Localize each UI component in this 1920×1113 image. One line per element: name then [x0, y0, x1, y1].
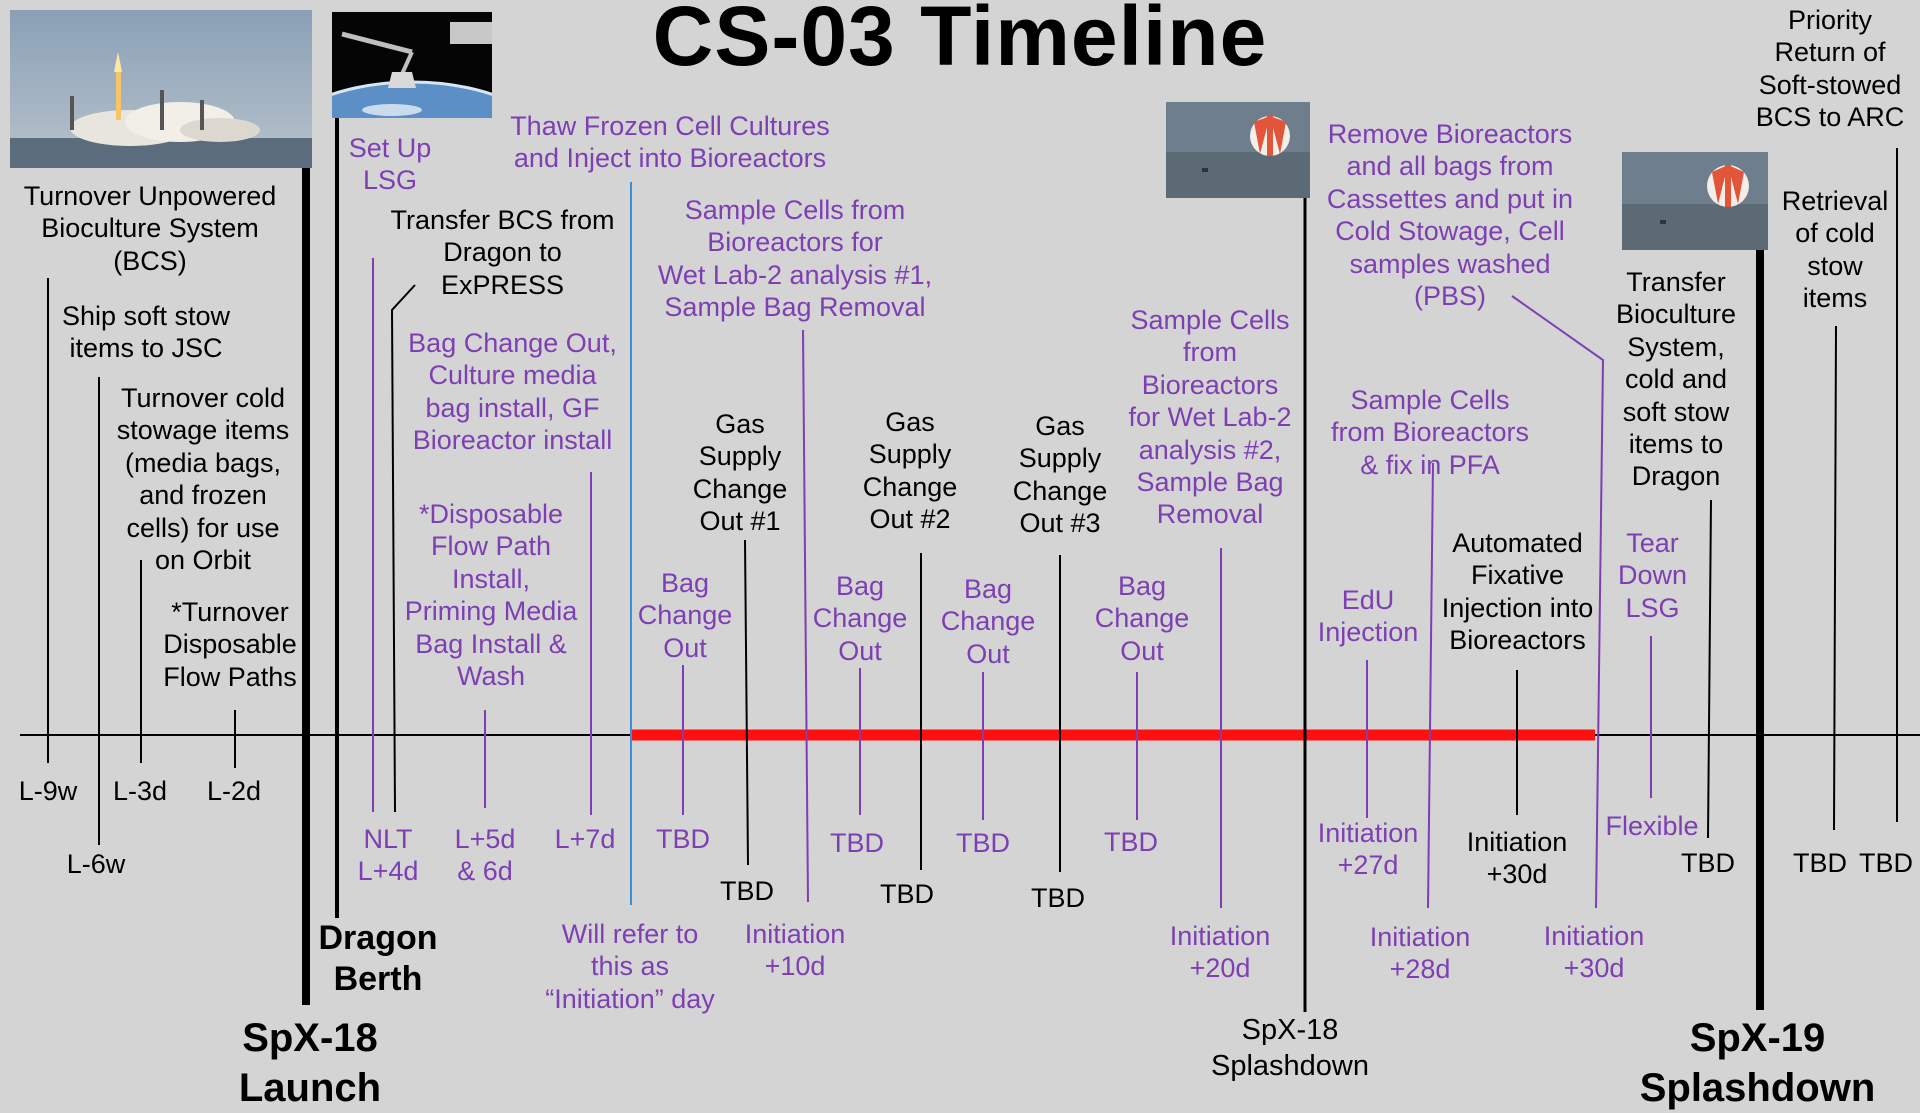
event-bag-change-4: Bag Change Out: [1094, 571, 1190, 666]
tick-label: Initiation +10d: [744, 919, 846, 982]
event-transfer-bcs: Transfer BCS from Dragon to ExPRESS: [390, 205, 615, 300]
tick-label: L-2d: [206, 776, 262, 806]
tick-label: Initiation +30d: [1466, 827, 1568, 890]
tick-label: TBD: [956, 828, 1010, 858]
milestone-spx19-splashdown: SpX-19 Splashdown: [1639, 1016, 1876, 1110]
event-bag-change-2: Bag Change Out: [812, 571, 908, 666]
event-turnover-bcs: Turnover Unpowered Bioculture System (BC…: [23, 181, 277, 276]
event-priority-return: Priority Return of Soft-stowed BCS to AR…: [1755, 5, 1905, 133]
tick-label: TBD: [720, 876, 774, 906]
event-fixative: Automated Fixative Injection into Biorea…: [1441, 528, 1594, 656]
page-title: CS-03 Timeline: [652, 0, 1268, 83]
tick-label: Initiation +20d: [1169, 921, 1271, 984]
event-bag-change-1: Bag Change Out: [637, 568, 733, 663]
tick-label: TBD: [1031, 883, 1085, 913]
connector-transfer-dragon: [1707, 499, 1712, 839]
tick-label: TBD: [830, 828, 884, 858]
connector-sample-1: [802, 329, 809, 903]
event-gas-3: Gas Supply Change Out #3: [1012, 411, 1108, 539]
event-edu: EdU Injection: [1317, 585, 1419, 648]
event-turnover-flow: *Turnover Disposable Flow Paths: [163, 597, 297, 692]
tick-label: TBD: [656, 824, 710, 854]
connector-transfer-bcs: [390, 284, 416, 813]
connector-gas-1: [744, 539, 749, 866]
tick-label: TBD: [880, 879, 934, 909]
event-tear-down: Tear Down LSG: [1617, 528, 1688, 623]
tick-label: NLT L+4d: [357, 824, 419, 887]
event-retrieval-cold: Retrieval of cold stow items: [1781, 186, 1889, 314]
dragon-berth-photo: [332, 12, 492, 118]
event-flow-path-install: *Disposable Flow Path Install, Priming M…: [404, 499, 578, 691]
tick-label: L-3d: [112, 776, 168, 806]
tick-label: L+5d & 6d: [454, 824, 516, 887]
event-sample-1: Sample Cells from Bioreactors for Wet La…: [657, 195, 933, 323]
event-gas-2: Gas Supply Change Out #2: [862, 407, 958, 535]
splashdown-photo-1: [1166, 102, 1310, 198]
splashdown-photo-2: [1622, 152, 1768, 250]
milestone-spx18-launch: SpX-18 Launch: [238, 1016, 382, 1110]
event-ship-soft-stow: Ship soft stow items to JSC: [61, 301, 231, 364]
tick-label: Initiation +30d: [1543, 921, 1645, 984]
event-remove-bioreactors: Remove Bioreactors and all bags from Cas…: [1326, 119, 1574, 311]
connector-retrieval-cold: [1833, 325, 1837, 831]
tick-label: TBD: [1859, 848, 1913, 878]
tick-label: L-9w: [18, 776, 78, 806]
event-initiation-note: Will refer to this as “Initiation” day: [545, 919, 715, 1014]
tick-label: TBD: [1793, 848, 1847, 878]
connector-sample-pfa: [1427, 462, 1434, 909]
connector-remove-bioreactors: [1511, 295, 1605, 909]
event-transfer-dragon: Transfer Bioculture System, cold and sof…: [1615, 267, 1737, 492]
tick-label: Flexible: [1605, 811, 1699, 841]
tick-label: L+7d: [554, 824, 616, 854]
tick-label: Initiation +28d: [1369, 922, 1471, 985]
rocket-launch-photo: [10, 10, 312, 168]
tick-label: L-6w: [66, 849, 126, 879]
milestone-dragon-berth: Dragon Berth: [318, 919, 438, 999]
event-gas-1: Gas Supply Change Out #1: [692, 409, 788, 537]
event-setup-lsg: Set Up LSG: [348, 133, 432, 196]
event-thaw-cells: Thaw Frozen Cell Cultures and Inject int…: [510, 111, 830, 174]
event-bag-change-3: Bag Change Out: [940, 574, 1036, 669]
event-sample-pfa: Sample Cells from Bioreactors & fix in P…: [1330, 385, 1530, 480]
event-sample-2: Sample Cells from Bioreactors for Wet La…: [1128, 305, 1292, 530]
event-bag-change-gf: Bag Change Out, Culture media bag instal…: [408, 328, 617, 456]
tick-label: Initiation +27d: [1317, 818, 1419, 881]
event-turnover-cold: Turnover cold stowage items (media bags,…: [116, 383, 290, 575]
tick-label: TBD: [1681, 848, 1735, 878]
milestone-spx18-splashdown: SpX-18 Splashdown: [1211, 1014, 1369, 1082]
tick-label: TBD: [1104, 827, 1158, 857]
